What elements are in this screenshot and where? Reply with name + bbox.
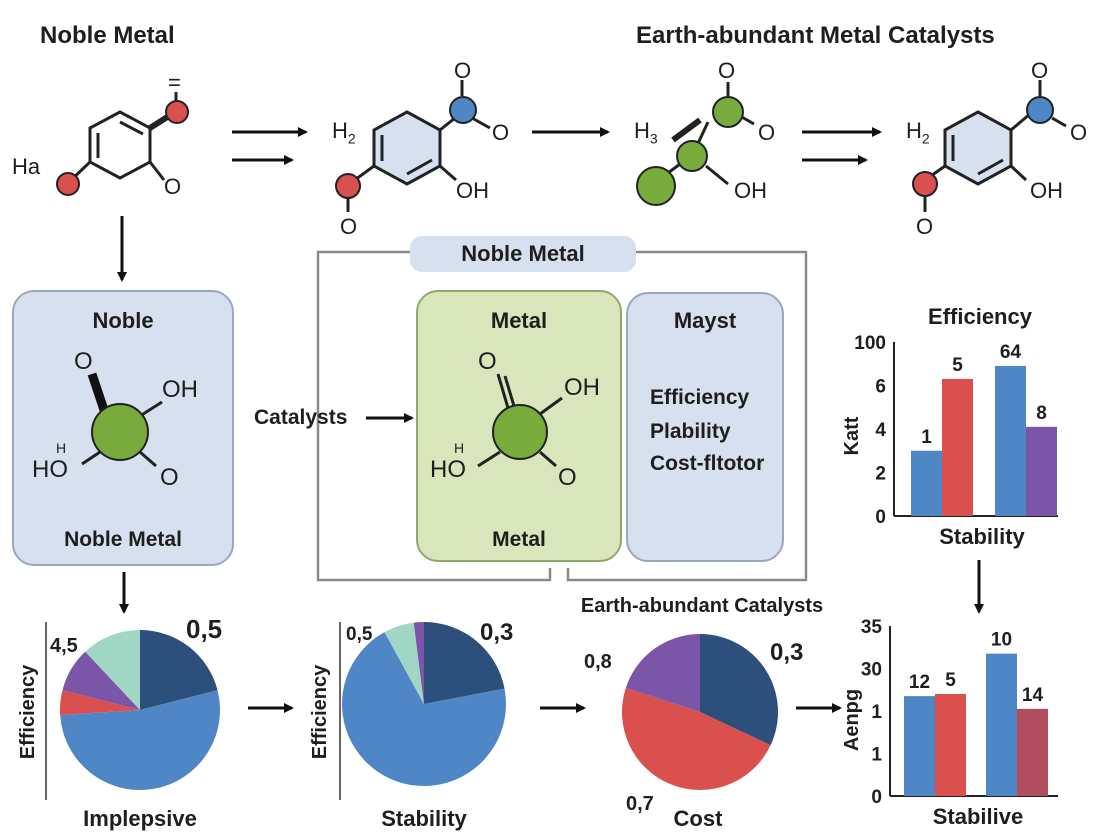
molecule-2-atom-red [335,173,361,199]
molecule-3-h-label: H3 [634,118,658,147]
molecule-3 [663,82,755,186]
molecule-1-left-label: Ha [12,154,41,179]
noble-panel-title: Noble [92,308,154,333]
mayst-item-cost: Cost-fltotor [650,452,765,475]
header-earth-abundant: Earth-abundant Metal Catalysts [636,22,995,49]
molecule-1 [66,92,178,185]
metal-h-small: H [454,440,465,456]
molecule-4 [923,80,1067,212]
mayst-item-efficiency: Efficiency [650,386,750,409]
molecule-1-right-label: O [164,174,182,199]
molecule-2-atom-blue [449,96,477,124]
mayst-panel-title: Mayst [673,308,737,333]
molecule-4-top-label: O [1031,58,1049,83]
molecule-3-oh-label: OH [734,178,767,203]
noble-ho-left: HO [32,456,68,483]
noble-oh-top: OH [162,376,198,403]
mayst-item-plability: Plability [650,420,731,443]
metal-panel-title: Metal [490,308,548,333]
molecule-3-top-label: O [718,58,736,83]
catalysts-label: Catalysts [254,406,348,429]
molecule-2-side-label: O [492,120,510,145]
molecule-2-top-label: O [454,58,472,83]
molecule-1-atom-red-left [56,172,80,196]
molecule-3-side-label: O [758,120,776,145]
molecule-1-top-label: = [168,70,181,95]
metal-oh-top: OH [564,374,600,401]
noble-o-top: O [74,348,93,375]
molecule-4-oh-label: OH [1030,178,1063,203]
molecule-1-atom-red-top [165,100,189,124]
metal-ho-left: HO [430,456,466,483]
molecule-4-side-label: O [1070,120,1088,145]
noble-h-small: H [56,440,67,456]
metal-o-top: O [478,348,497,375]
noble-panel-bottom-label: Noble Metal [64,528,182,551]
molecule-4-h-label: H2 [906,118,930,147]
molecule-2-oh-label: OH [456,178,489,203]
center-frame-tag: Noble Metal [410,236,636,272]
molecule-4-bottom-label: O [916,214,934,239]
molecule-4-atom-blue [1026,96,1054,124]
molecule-3-atom-green-low [636,166,676,206]
molecule-3-atom-green-top [712,96,744,128]
metal-panel-bottom-label: Metal [492,528,546,551]
molecule-4-atom-red [912,171,938,197]
molecule-3-atom-green-mid [676,140,708,172]
header-noble-metal: Noble Metal [40,22,175,49]
molecule-2-bottom-label: O [340,214,358,239]
mayst-panel [626,292,784,562]
metal-o-bottom: O [558,464,577,491]
noble-o-bottom: O [160,464,179,491]
molecule-2-h-label: H2 [332,118,356,147]
